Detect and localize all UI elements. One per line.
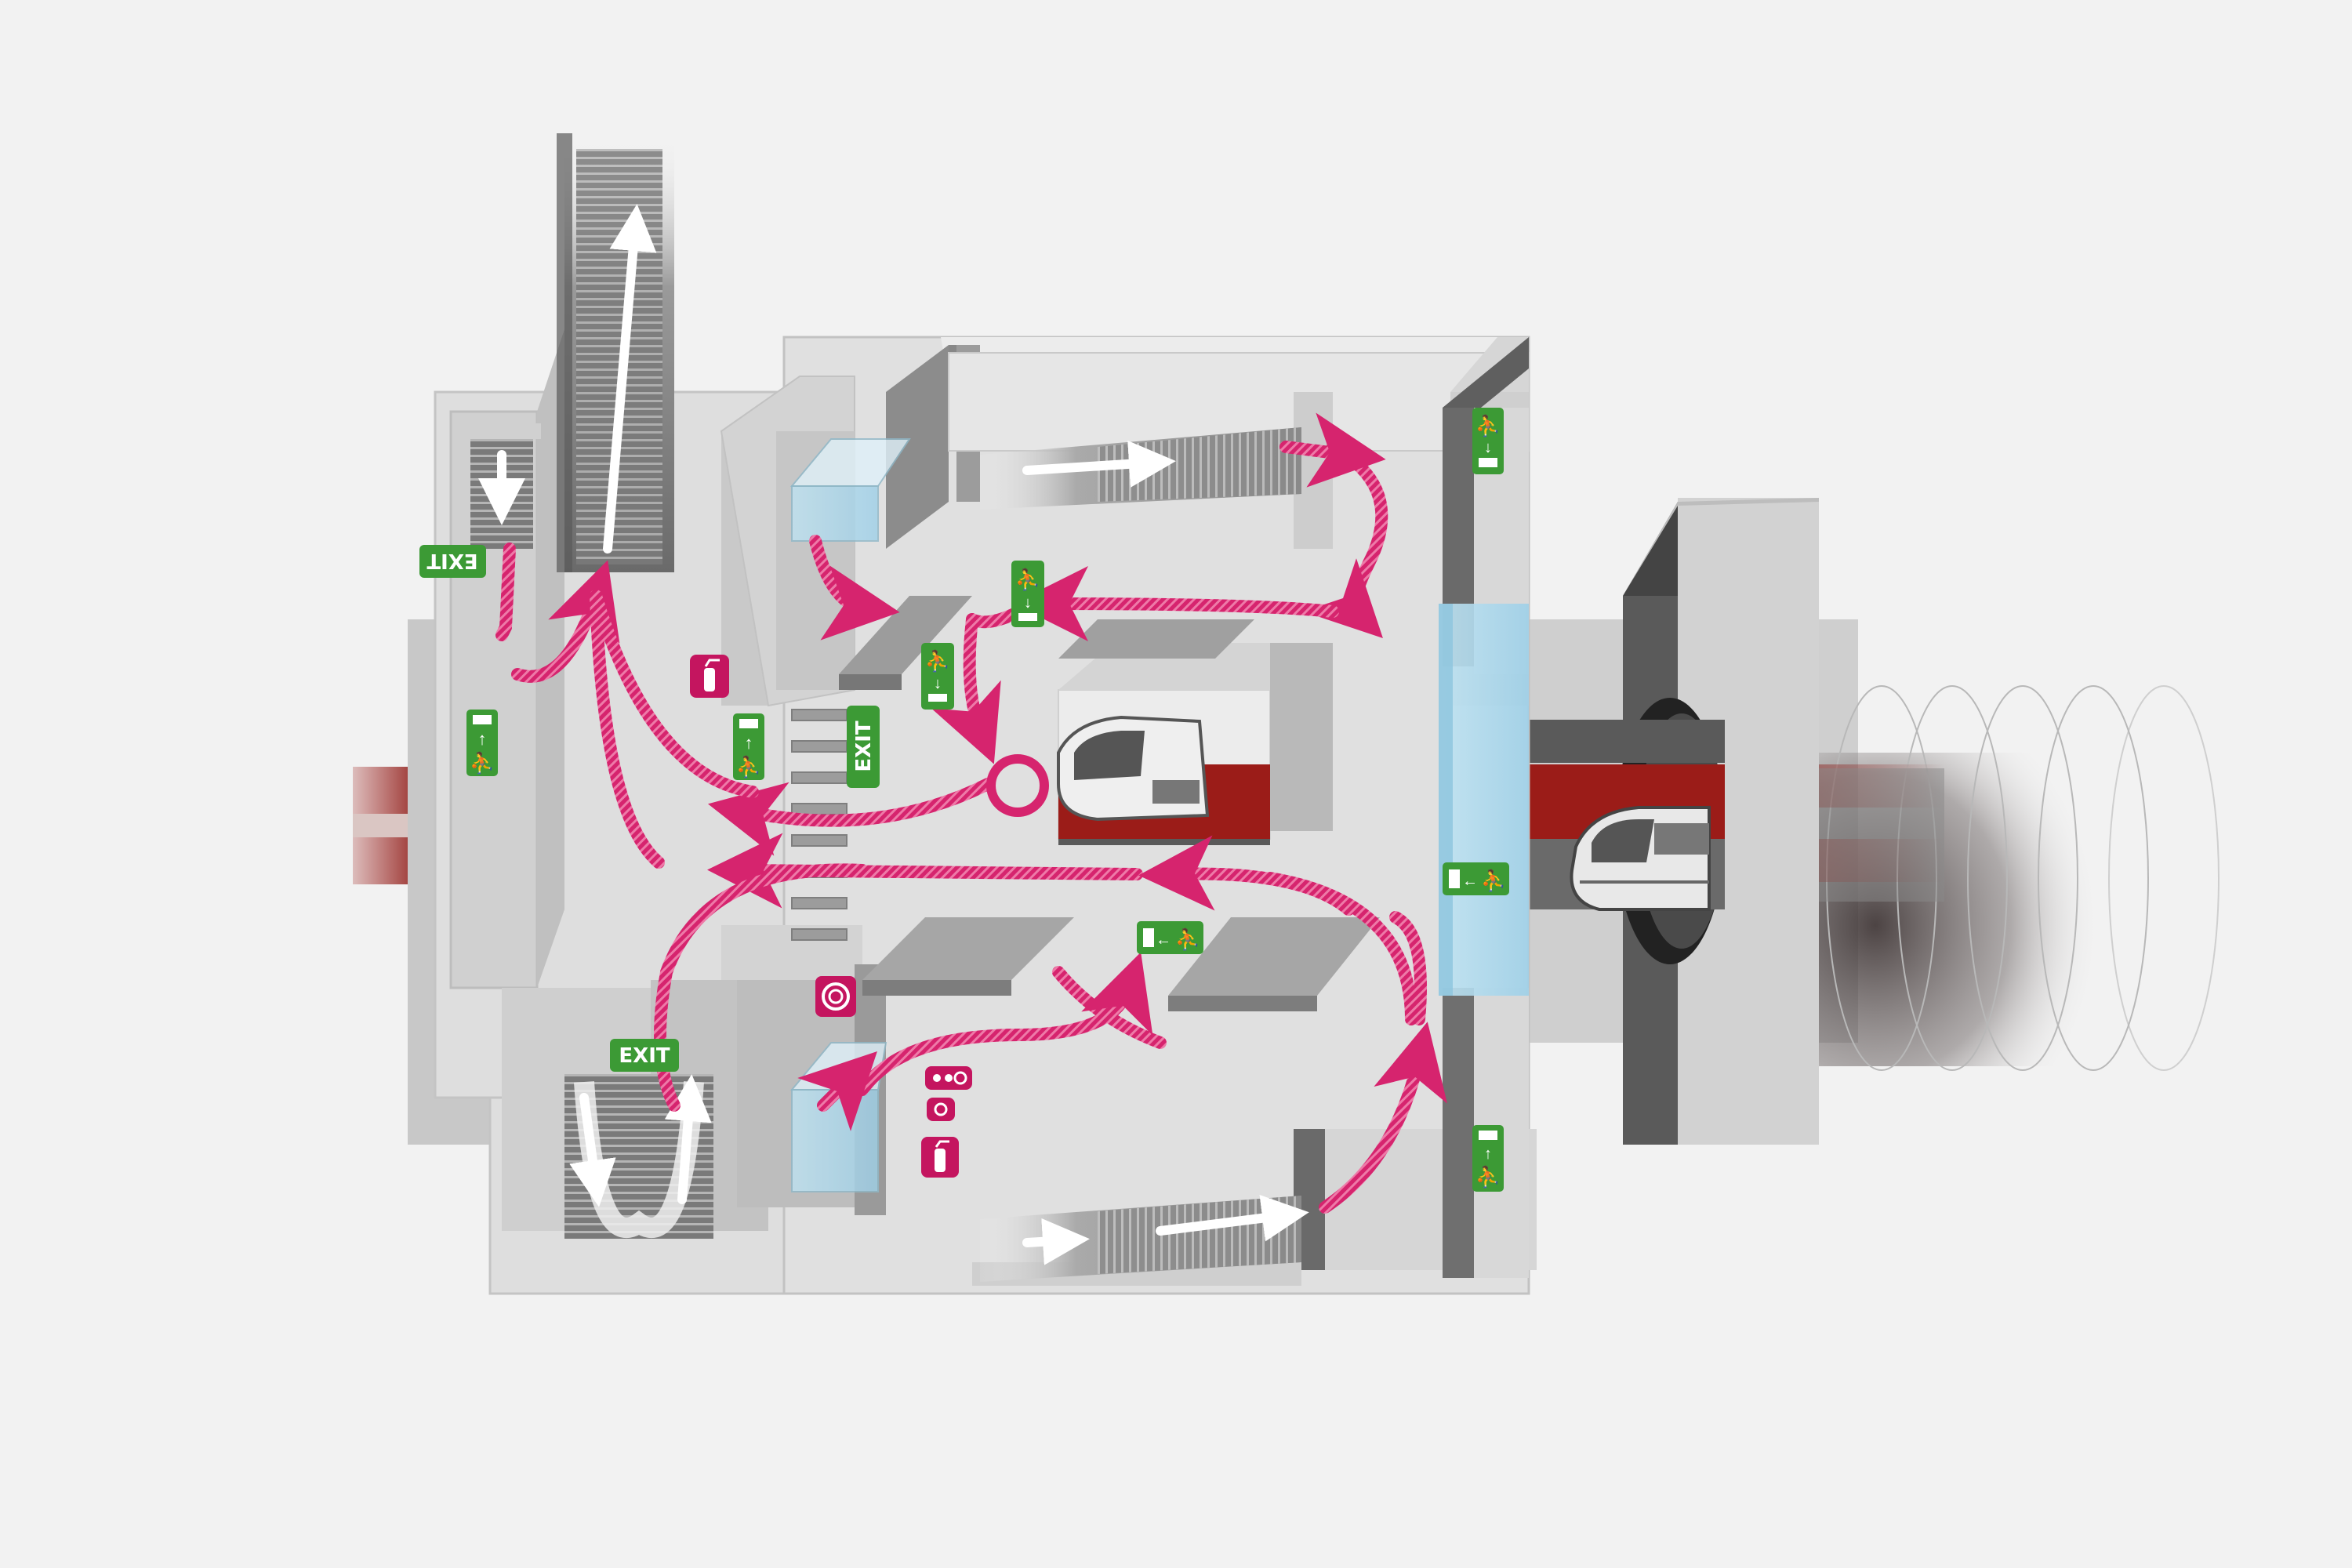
fire-extinguisher-icon bbox=[921, 1137, 959, 1178]
svg-text:⛹: ⛹ bbox=[1175, 927, 1200, 951]
svg-text:↓: ↓ bbox=[1484, 439, 1492, 456]
fire-extinguisher-icon bbox=[690, 655, 729, 698]
svg-text:↑: ↑ bbox=[478, 729, 487, 749]
svg-text:⛹: ⛹ bbox=[925, 648, 950, 673]
emergency-exit-icon: ↑ ⛹ bbox=[1472, 1125, 1504, 1192]
exit-sign-label: EXIT bbox=[619, 1044, 670, 1068]
exit-sign-label: EXIT bbox=[852, 720, 876, 771]
metro-train-icon bbox=[1570, 806, 1711, 911]
svg-text:↓: ↓ bbox=[934, 675, 942, 692]
emergency-exit-icon: ⛹ ↓ bbox=[1011, 561, 1044, 627]
escalator-direction-arrows bbox=[478, 204, 1309, 1265]
emergency-exit-icon: ↑ ⛹ bbox=[466, 710, 498, 776]
svg-text:⛹: ⛹ bbox=[1475, 1164, 1501, 1189]
emergency-exit-icon: ⛹ ↓ bbox=[1472, 408, 1504, 474]
exit-sign-bottom: EXIT bbox=[610, 1039, 679, 1072]
svg-text:⛹: ⛹ bbox=[470, 750, 495, 775]
emergency-exit-icon: ← ⛹ bbox=[1137, 921, 1203, 954]
emergency-exit-icon: ← ⛹ bbox=[1443, 862, 1509, 895]
metro-train-icon bbox=[1057, 715, 1210, 822]
platform-screen-door bbox=[1439, 604, 1529, 996]
svg-text:↑: ↑ bbox=[1484, 1145, 1492, 1163]
stairs-icon bbox=[791, 596, 1380, 1011]
exit-sign-label: EXIT bbox=[426, 549, 477, 572]
alarm-call-point-icon bbox=[925, 1066, 972, 1090]
exit-sign-vertical: EXIT bbox=[847, 706, 880, 788]
svg-text:⛹: ⛹ bbox=[1015, 567, 1040, 591]
assembly-point-icon bbox=[986, 754, 1049, 817]
svg-text:⛹: ⛹ bbox=[1475, 413, 1501, 437]
emergency-exit-icon: ↑ ⛹ bbox=[733, 713, 764, 780]
alarm-call-point-icon bbox=[927, 1098, 955, 1121]
svg-text:⛹: ⛹ bbox=[736, 754, 761, 779]
svg-text:↓: ↓ bbox=[1024, 594, 1032, 612]
exit-sign-top-left: EXIT bbox=[419, 545, 486, 578]
fire-hose-reel-icon bbox=[815, 976, 856, 1017]
svg-text:←: ← bbox=[1462, 873, 1478, 890]
emergency-exit-icon: ⛹ ↓ bbox=[921, 643, 954, 710]
svg-text:↑: ↑ bbox=[745, 733, 753, 753]
svg-text:←: ← bbox=[1156, 931, 1171, 949]
svg-text:⛹: ⛹ bbox=[1481, 868, 1506, 892]
